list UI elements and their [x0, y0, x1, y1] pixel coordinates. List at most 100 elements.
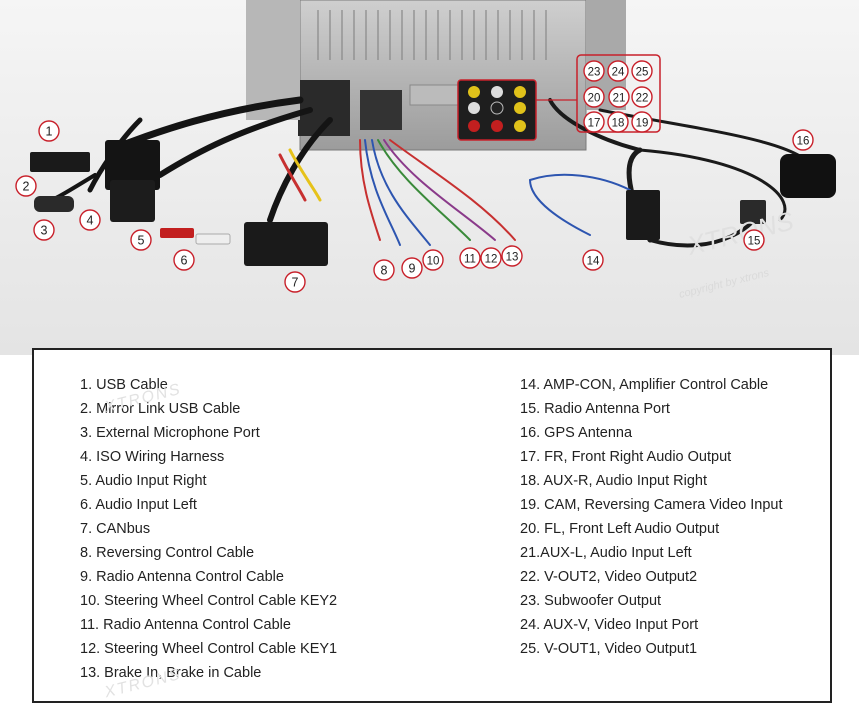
callout-circle	[631, 60, 653, 82]
callout-circle	[607, 60, 629, 82]
rca-connector-block	[457, 79, 537, 141]
callout-circle	[130, 229, 152, 251]
callout-circle	[583, 111, 605, 133]
iso-harness-plug-2	[110, 180, 155, 222]
callout-badge: 1	[38, 120, 60, 142]
callout-circle	[480, 247, 502, 269]
legend-item: 25. V-OUT1, Video Output1	[520, 641, 698, 657]
callout-number: 13	[506, 252, 519, 264]
legend-right-column: 14. AMP-CON, Amplifier Control Cable 15. …	[520, 373, 820, 661]
callout-number: 12	[485, 254, 498, 266]
legend-item: 3. External Microphone Port	[80, 425, 260, 441]
callout-number: 6	[181, 254, 188, 268]
callout-badge: 18	[607, 111, 629, 133]
callout-badge: 20	[583, 86, 605, 108]
callout-circle	[631, 86, 653, 108]
antenna-amp	[626, 190, 660, 240]
mic-jack	[34, 196, 74, 212]
legend-item: 4. ISO Wiring Harness	[80, 449, 225, 465]
callout-number: 3	[41, 224, 48, 238]
legend-item: 9. Radio Antenna Control Cable	[80, 569, 284, 585]
callout-number: 25	[636, 67, 649, 79]
callout-circle	[583, 86, 605, 108]
callout-circle	[631, 111, 653, 133]
callout-number: 5	[138, 234, 145, 248]
legend-item: 8. Reversing Control Cable	[80, 545, 255, 561]
callout-circle	[79, 209, 101, 231]
callout-number: 11	[464, 254, 476, 266]
callout-badge: 8	[373, 259, 395, 281]
callout-number: 22	[636, 93, 649, 105]
legend-item: 19. CAM, Reversing Camera Video Input	[520, 497, 783, 513]
callout-number: 2	[23, 180, 30, 194]
callout-circle	[607, 111, 629, 133]
callout-number: 20	[588, 93, 601, 105]
legend-item: 11. Radio Antenna Control Cable	[80, 617, 291, 633]
callout-badge: 13	[501, 245, 523, 267]
callout-badge: 17	[583, 111, 605, 133]
callout-circle	[583, 60, 605, 82]
callout-number: 1	[46, 125, 53, 139]
legend-item: 16. GPS Antenna	[520, 425, 633, 441]
callout-badge: 11	[459, 247, 481, 269]
callout-circle	[33, 219, 55, 241]
callout-badge: 21	[608, 86, 630, 108]
legend-item: 10. Steering Wheel Control Cable KEY2	[80, 593, 338, 609]
callout-circle	[38, 120, 60, 142]
callout-badge: 9	[401, 257, 423, 279]
callout-number: 23	[588, 67, 601, 79]
callout-badge: 3	[33, 219, 55, 241]
legend-item: 14. AMP-CON, Amplifier Control Cable	[520, 377, 769, 393]
legend-item: 20. FL, Front Left Audio Output	[520, 521, 720, 537]
callout-number: 4	[87, 214, 94, 228]
callout-badge: 19	[631, 111, 653, 133]
callout-circle	[422, 249, 444, 271]
legend-item: 13. Brake In, Brake in Cable	[80, 665, 262, 681]
rca-plug-red	[160, 228, 194, 238]
callout-circle	[501, 245, 523, 267]
callout-number: 17	[588, 118, 601, 130]
rca-plug-white	[195, 233, 231, 245]
callout-circle	[792, 129, 814, 151]
radio-antenna-plug	[740, 200, 766, 224]
callout-number: 7	[292, 276, 299, 290]
legend-item: 24. AUX-V, Video Input Port	[520, 617, 699, 633]
callout-badge: 14	[582, 249, 604, 271]
callout-circle	[373, 259, 395, 281]
callout-number: 21	[613, 93, 626, 105]
usb-plug	[30, 152, 90, 172]
callout-number: 18	[612, 118, 625, 130]
legend-item: 15. Radio Antenna Port	[520, 401, 670, 417]
callout-badge: 5	[130, 229, 152, 251]
callout-badge: 25	[631, 60, 653, 82]
callout-badge: 10	[422, 249, 444, 271]
legend-item: 17. FR, Front Right Audio Output	[520, 449, 732, 465]
callout-badge: 24	[607, 60, 629, 82]
callout-number: 8	[381, 264, 388, 278]
callout-number: 19	[636, 118, 649, 130]
gps-antenna	[780, 154, 836, 198]
iso-harness-plug	[105, 140, 160, 190]
legend-item: 12. Steering Wheel Control Cable KEY1	[80, 641, 338, 657]
callout-circle	[582, 249, 604, 271]
legend-item: 23. Subwoofer Output	[520, 593, 662, 609]
callout-number: 24	[612, 67, 625, 79]
callout-badge: 12	[480, 247, 502, 269]
callout-circle	[173, 249, 195, 271]
callout-circle	[401, 257, 423, 279]
canbus-box	[244, 222, 328, 266]
callout-badge: 22	[631, 86, 653, 108]
callout-circle	[459, 247, 481, 269]
legend-item: 18. AUX-R, Audio Input Right	[520, 473, 707, 489]
callout-number: 16	[797, 136, 810, 148]
legend-item: 7. CANbus	[80, 521, 151, 537]
callout-badge: 4	[79, 209, 101, 231]
legend-item: 21.AUX-L, Audio Input Left	[520, 545, 692, 561]
callout-number: 10	[427, 256, 440, 268]
callout-number: 9	[409, 262, 416, 276]
callout-badge: 6	[173, 249, 195, 271]
